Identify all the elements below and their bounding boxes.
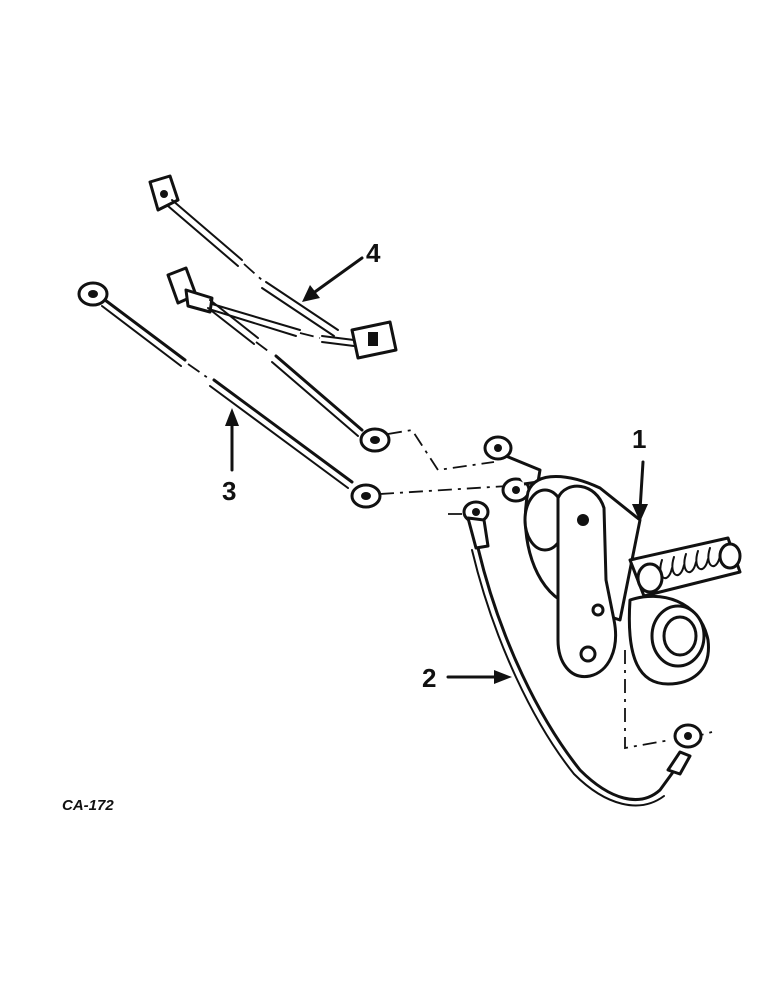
bracket-hole-mid [591,603,605,617]
cable-3-break [187,363,209,379]
strap-crimp-top [466,516,490,550]
bracket-hole-bottom [579,645,597,663]
ring-terminal-hole [684,732,692,740]
collar-bore-inner [662,615,698,657]
spring-end-left [636,562,664,594]
cable-2nd-edge [271,361,359,437]
ring-terminal-hole [361,492,371,500]
callout-label-4: 4 [366,238,381,268]
harness-lead-upper-b [167,205,239,267]
cable-2nd [274,354,364,432]
ground-strap-cable-edge [471,549,665,807]
terminal-hole [494,444,502,452]
callout-arrow-1 [632,460,648,522]
guide-line-upper [387,429,495,471]
terminal-hole [512,486,520,494]
harness-sleeve [184,288,214,314]
ring-terminal-hole [88,290,98,298]
cable-3-b [212,378,354,484]
callout-arrow-3 [225,408,239,472]
solenoid-part-1 [483,435,742,686]
ground-strap-cable [476,546,678,802]
harness-lead-mid-c [321,335,355,341]
guide-line-mount [624,650,671,750]
harness-connector-slot [368,332,378,346]
harness-lead-break-mid [299,332,321,339]
cable-part-3 [77,281,391,509]
bracket-hole-top [577,514,589,526]
callout-arrow-2 [446,670,512,684]
cable-3-a-edge [101,305,182,367]
ring-terminal-hole [472,508,480,516]
mounting-bracket [556,484,617,679]
harness-lead-upper-c [265,281,339,331]
callout-label-1: 1 [632,424,646,454]
ring-terminal-hole [370,436,380,444]
callout-arrow-4 [302,256,364,302]
cable-2nd-break [255,341,273,355]
harness-terminal-hole [160,190,168,198]
harness-lead-upper-a [171,199,243,261]
harness-lead-mid-d [321,341,355,347]
cable-3-b-edge [209,385,349,489]
figure-code: CA-172 [62,797,114,814]
guide-line-lower [379,485,509,495]
terminal-strap [505,454,542,486]
strap-crimp-bottom [666,750,692,776]
wire-harness-part-4 [148,174,398,360]
cable-3-a [103,298,187,362]
spring-coil [659,547,721,580]
harness-lead-break-upper [243,263,263,281]
harness-lead-mid-b [211,309,297,337]
harness-lead-upper-d [261,287,335,337]
callout-label-2: 2 [422,663,436,693]
spring-end-right [718,542,742,570]
callout-label-3: 3 [222,476,236,506]
harness-lead-lower-b [207,307,255,345]
ground-strap-part-2 [462,500,703,807]
harness-lead-mid-a [211,303,301,331]
